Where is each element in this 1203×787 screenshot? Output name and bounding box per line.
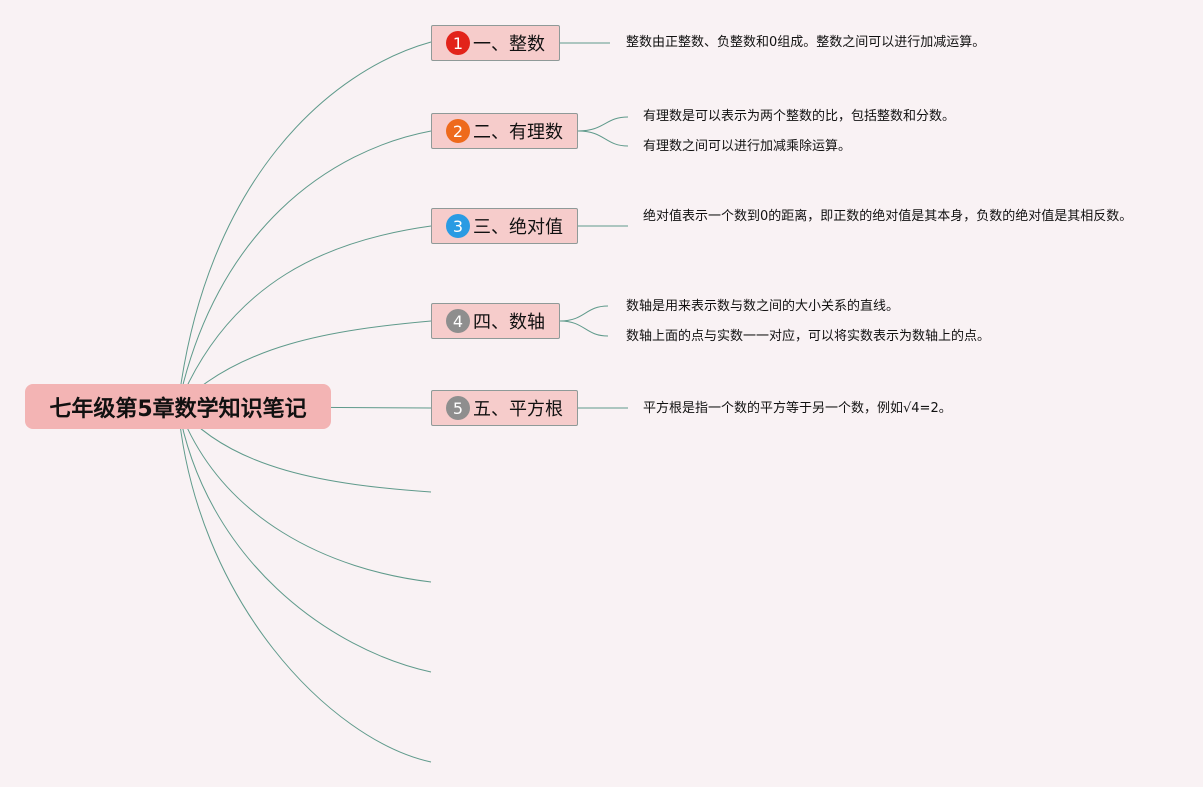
topic-label: 三、绝对值 <box>473 217 563 238</box>
topic-node-square-root[interactable]: 5 五、平方根 <box>431 390 578 426</box>
root-title: 七年级第5章数学知识笔记 <box>49 396 307 422</box>
topic-label: 四、数轴 <box>473 312 545 333</box>
topic-label: 五、平方根 <box>473 399 563 420</box>
root-node[interactable]: 七年级第5章数学知识笔记 <box>25 384 331 429</box>
topic-node-absolute-value[interactable]: 3 三、绝对值 <box>431 208 578 244</box>
note-line-2b <box>577 130 629 147</box>
number-4-icon: 4 <box>446 309 470 333</box>
note-integers-1: 整数由正整数、负整数和0组成。整数之间可以进行加减运算。 <box>626 35 986 50</box>
topic-label: 一、整数 <box>473 34 545 55</box>
note-number-line-1: 数轴是用来表示数与数之间的大小关系的直线。 <box>626 299 900 314</box>
note-line-4b <box>559 320 609 337</box>
note-line-4a <box>559 305 609 322</box>
number-1-icon: 1 <box>446 31 470 55</box>
branch-line-topic-2 <box>177 130 432 407</box>
topic-node-number-line[interactable]: 4 四、数轴 <box>431 303 560 339</box>
branch-line-empty-2 <box>177 405 432 583</box>
note-rational-2: 有理数之间可以进行加减乘除运算。 <box>643 139 852 154</box>
topic-label: 二、有理数 <box>473 122 563 143</box>
branch-line-topic-3 <box>177 225 432 407</box>
number-5-icon: 5 <box>446 396 470 420</box>
note-absolute-value-1: 绝对值表示一个数到0的距离，即正数的绝对值是其本身，负数的绝对值是其相反数。 <box>643 209 1133 224</box>
branch-line-empty-4 <box>177 405 432 763</box>
note-square-root-1: 平方根是指一个数的平方等于另一个数，例如√4=2。 <box>643 401 952 416</box>
topic-node-integers[interactable]: 1 一、整数 <box>431 25 560 61</box>
note-number-line-2: 数轴上面的点与实数一一对应，可以将实数表示为数轴上的点。 <box>626 329 991 344</box>
number-2-icon: 2 <box>446 119 470 143</box>
number-3-icon: 3 <box>446 214 470 238</box>
topic-node-rational-numbers[interactable]: 2 二、有理数 <box>431 113 578 149</box>
note-line-2a <box>577 116 629 132</box>
branch-line-topic-1 <box>177 41 432 407</box>
branch-line-empty-3 <box>177 405 432 673</box>
note-rational-1: 有理数是可以表示为两个整数的比，包括整数和分数。 <box>643 109 956 124</box>
